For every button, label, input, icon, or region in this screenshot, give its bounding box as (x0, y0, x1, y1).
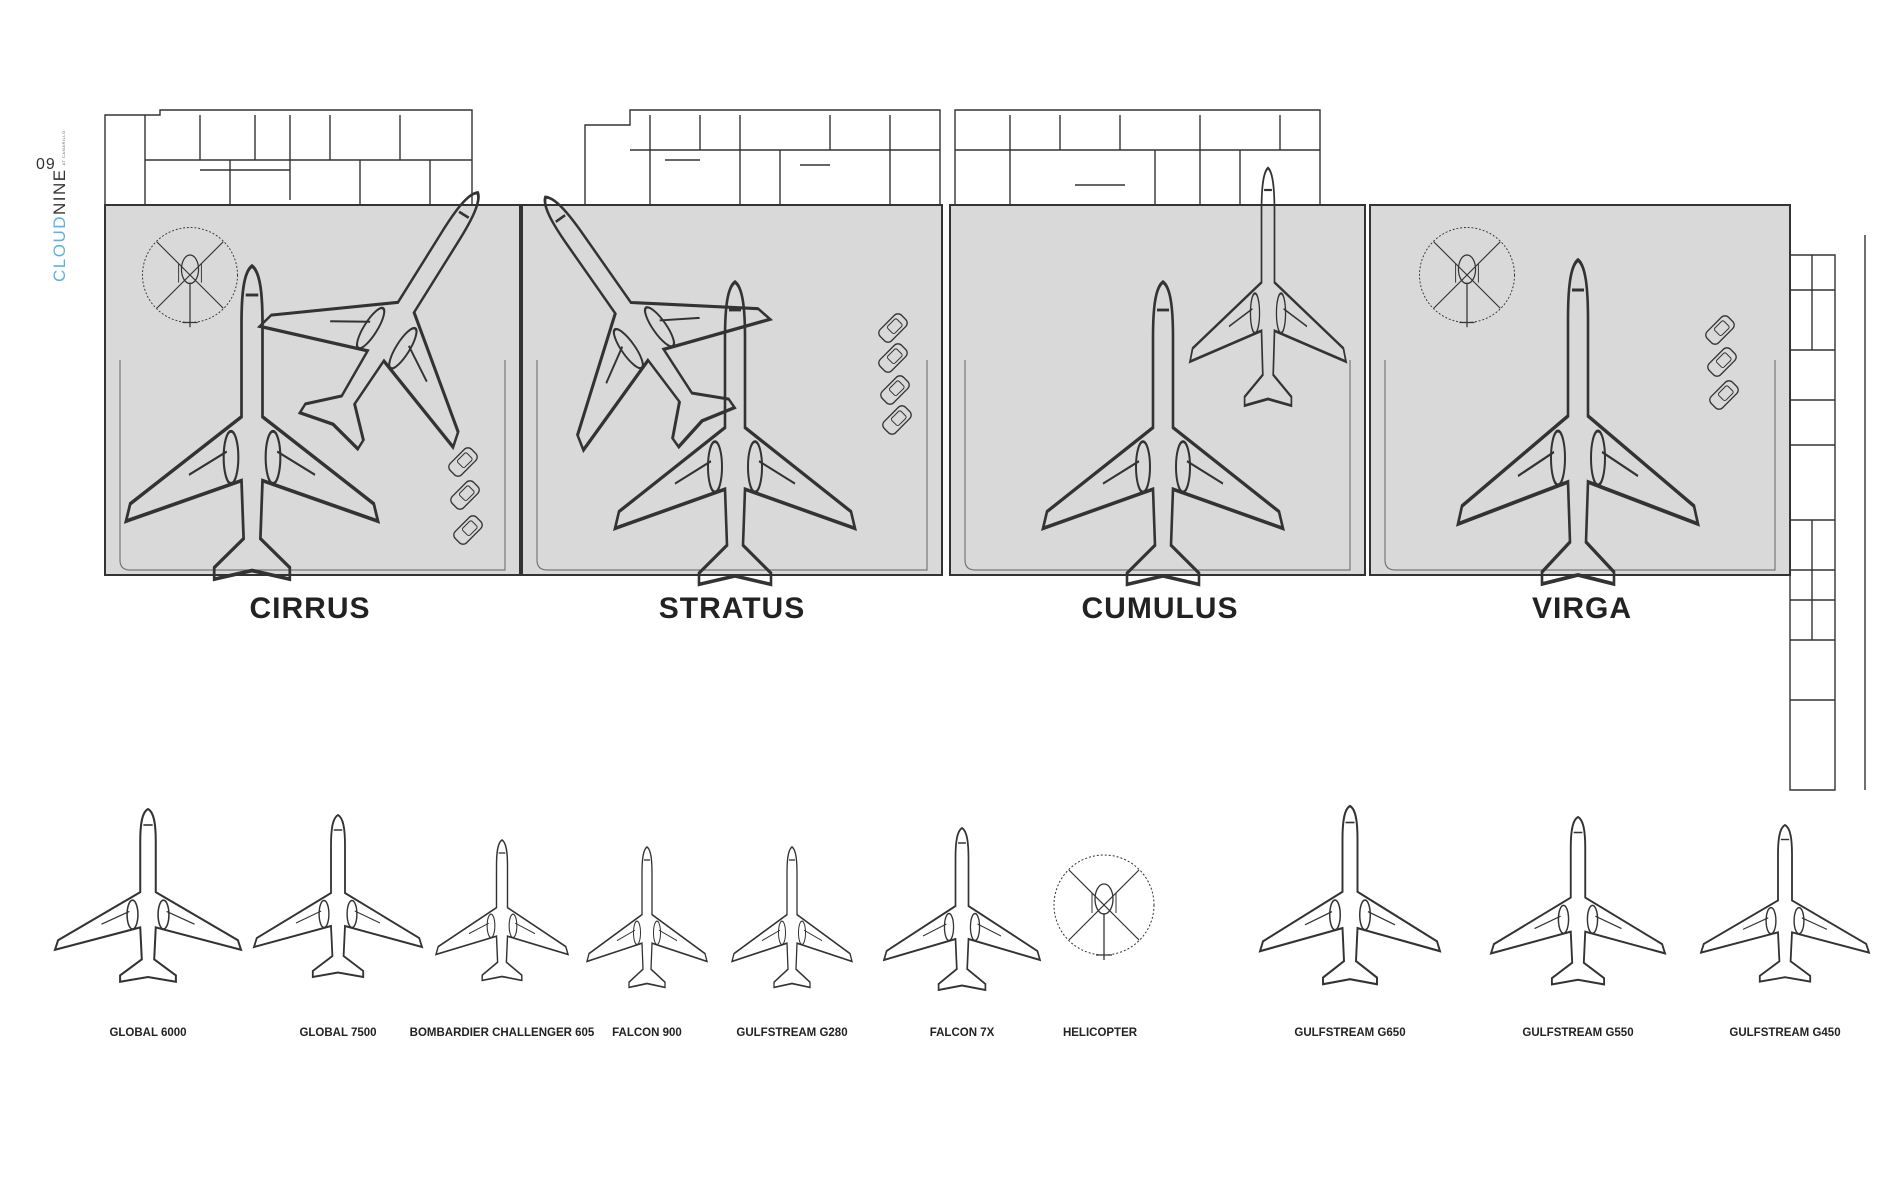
legend-gulfstream-g550 (1489, 815, 1667, 986)
hangar-label-cirrus: CIRRUS (249, 592, 370, 625)
legend-falcon-7x (883, 827, 1041, 991)
legend-label-gulfstream-g450: GULFSTREAM G450 (1729, 1027, 1840, 1039)
hangar-bay-cirrus (104, 204, 521, 576)
legend-falcon-900 (586, 846, 708, 989)
legend-gulfstream-g650 (1258, 804, 1442, 986)
legend-helicopter (1053, 854, 1155, 961)
legend-label-helicopter: HELICOPTER (1063, 1027, 1138, 1039)
page-number: 09 (36, 156, 56, 173)
office-block-1 (104, 109, 473, 205)
legend-gulfstream-g450 (1700, 824, 1870, 983)
legend-label-falcon-900: FALCON 900 (612, 1027, 682, 1039)
legend-gulfstream-g280 (731, 846, 853, 989)
legend-global-7500 (253, 814, 423, 978)
legend-label-gulfstream-g650: GULFSTREAM G650 (1294, 1027, 1405, 1039)
legend-label-gulfstream-g550: GULFSTREAM G550 (1522, 1027, 1633, 1039)
legend-label-falcon-7x: FALCON 7X (930, 1027, 995, 1039)
legend-challenger-605 (435, 839, 569, 982)
office-block-3 (954, 109, 1321, 205)
legend-label-challenger-605: BOMBARDIER CHALLENGER 605 (410, 1027, 595, 1039)
hangar-label-stratus: STRATUS (659, 592, 805, 625)
legend-label-global-7500: GLOBAL 7500 (299, 1027, 376, 1039)
legend-label-gulfstream-g280: GULFSTREAM G280 (736, 1027, 847, 1039)
legend-label-global-6000: GLOBAL 6000 (109, 1027, 186, 1039)
hangar-bay-cumulus (949, 204, 1366, 576)
hangar-bay-stratus (521, 204, 943, 576)
hangar-label-virga: VIRGA (1532, 592, 1632, 625)
office-block-east (1789, 235, 1866, 791)
legend-global-6000 (53, 807, 243, 983)
hangar-bay-virga (1369, 204, 1791, 576)
hangar-label-cumulus: CUMULUS (1082, 592, 1239, 625)
office-block-2 (584, 109, 941, 205)
